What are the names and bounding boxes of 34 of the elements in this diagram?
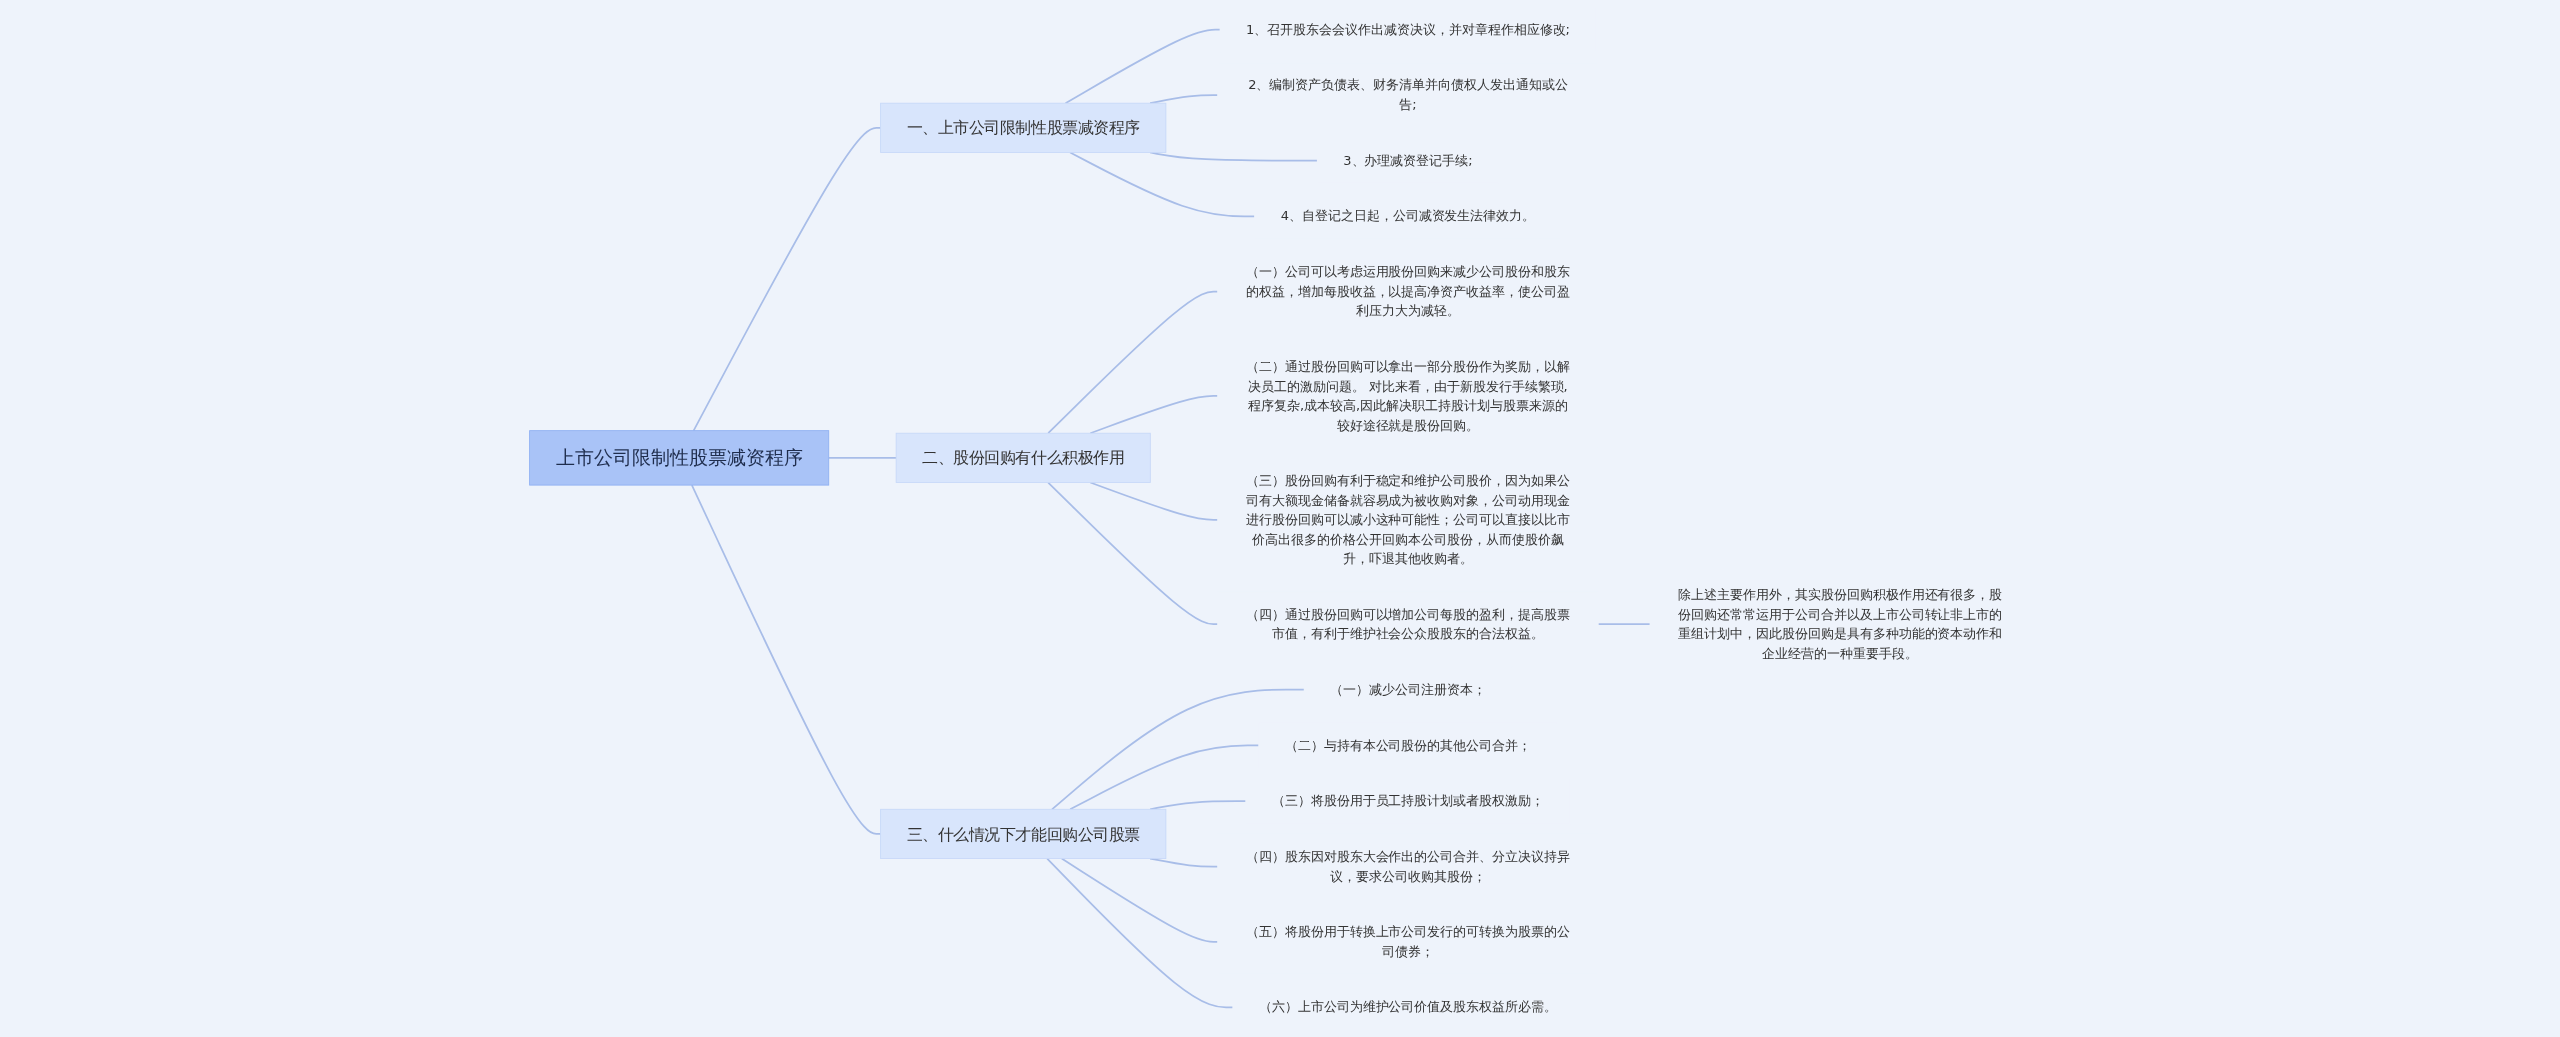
- connector: [691, 484, 882, 835]
- connector: [1069, 744, 1260, 811]
- node-text: 除上述主要作用外，其实股份回购积极作用还有很多，股份回购还常常运用于公司合并以及上市公司转让非上市的重组计划中，因此股份回购是具有多种功能的资本动作和企业经营的一种重要手段。: [1678, 587, 2003, 661]
- node-text: 3、办理减资登记手续;: [1343, 152, 1473, 169]
- node-text: （三）将股份用于员工持股计划或者股权激励；: [1271, 793, 1545, 809]
- node-box: 二、股份回购有什么积极作用: [895, 432, 1151, 483]
- connector: [1046, 857, 1234, 1009]
- connector: [827, 457, 897, 459]
- connector: [1089, 481, 1219, 521]
- connector: [1089, 395, 1219, 435]
- node-text: （一）公司可以考虑运用股份回购来减少公司股份和股东的权益，增加每股收益，以提高净资产收益率，使公司盈利压力大为减轻。: [1245, 264, 1571, 319]
- node-text: （一）减少公司注册资本；: [1330, 681, 1486, 698]
- node-box: 上市公司限制性股票减资程序: [529, 430, 830, 486]
- connector: [1069, 151, 1256, 218]
- connector: [1047, 290, 1219, 435]
- connector: [1064, 28, 1221, 105]
- node-text: （二）与持有本公司股份的其他公司合并；: [1284, 737, 1532, 753]
- node-box: 三、什么情况下才能回购公司股票: [880, 808, 1167, 859]
- node-text: 4、自登记之日起，公司减资发生法律效力。: [1280, 208, 1536, 224]
- connector: [1051, 688, 1306, 811]
- node-box: 一、上市公司限制性股票减资程序: [880, 102, 1167, 153]
- node-text: （二）通过股份回购可以拿出一部分股份作为奖励，以解决员工的激励问题。 对比来看，由于新股发行手续繁琐,程序复杂,成本较高,因此解决职工持股计划与股票来源的较好途径就是股份回购。: [1245, 358, 1571, 433]
- node-text: 1、召开股东会会议作出减资决议，并对章程作相应修改;: [1246, 21, 1570, 38]
- connector: [1597, 623, 1651, 626]
- node-text: （三）股份回购有利于稳定和维护公司股价，因为如果公司有大额现金储备就容易成为被收购对象，公司动用现金进行股份回购可以减小这种可能性；公司可以直接以比市价高出很多的价格公开回购本公司股份，从而使股价飙升，吓退其他收购者。: [1245, 472, 1571, 567]
- node-text: （四）通过股份回购可以增加公司每股的盈利，提高股票市值，有利于维护社会公众股股东的合法权益。: [1245, 606, 1571, 642]
- node-text: 2、编制资产负债表、财务清单并向债权人发出通知或公告;: [1248, 77, 1568, 113]
- node-text: （六）上市公司为维护公司价值及股东权益所必需。: [1258, 999, 1558, 1015]
- node-text: （四）股东因对股东大会作出的公司合并、分立决议持异议，要求公司收购其股份；: [1245, 848, 1571, 884]
- connector: [692, 126, 882, 432]
- connector: [1047, 481, 1219, 626]
- node-text: （五）将股份用于转换上市公司发行的可转换为股票的公司债券；: [1245, 924, 1571, 960]
- connector: [1060, 857, 1219, 943]
- connector: [1149, 94, 1219, 105]
